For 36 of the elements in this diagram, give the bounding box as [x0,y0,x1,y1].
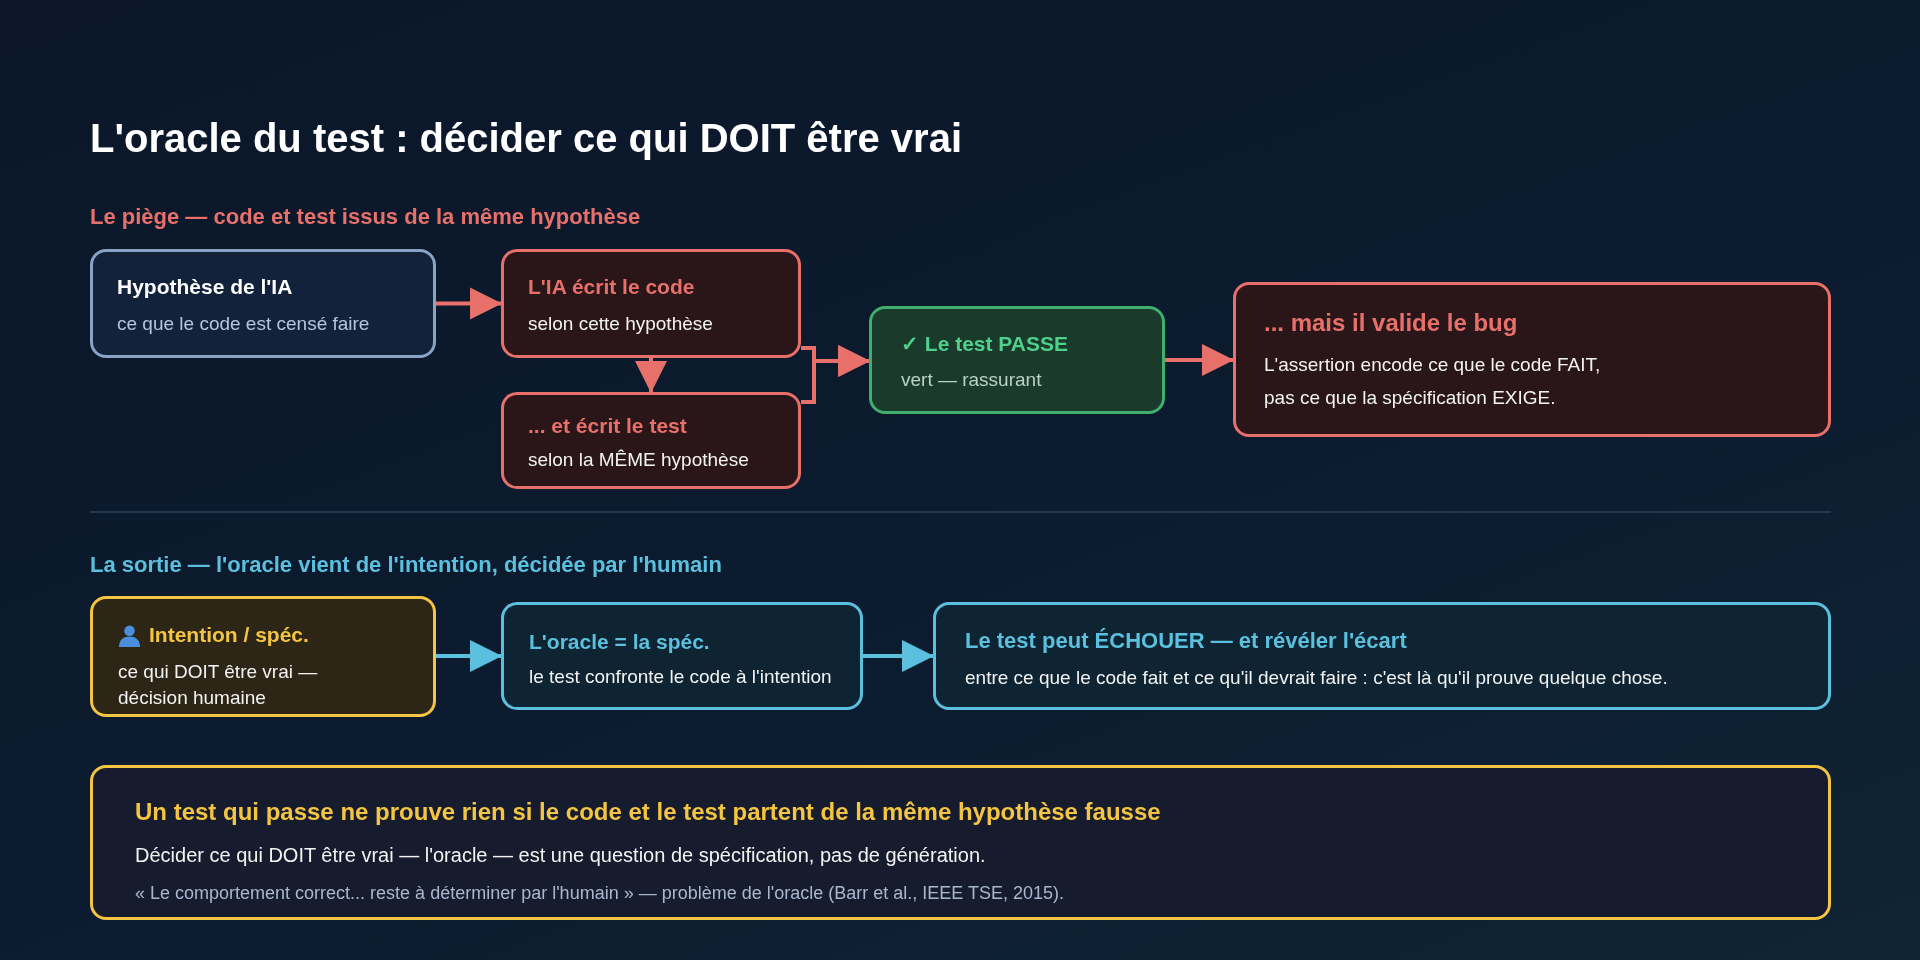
process-box [501,602,863,710]
arrow [635,358,667,393]
process-box [90,596,436,717]
node-text: selon cette hypothèse [528,312,713,336]
node-text: selon la MÊME hypothèse [528,448,749,472]
node-text: Décider ce qui DOIT être vrai — l'oracle — est une question de spécification, pas de génération. [135,843,986,867]
process-box [501,392,801,489]
node-text: ce qui DOIT être vrai — décision humaine [118,660,319,710]
node-text: vert — rassurant [901,368,1042,392]
section-heading: Le piège — code et test issus de la même hypothèse [90,204,641,230]
process-box [90,249,436,358]
node-text: entre ce que le code fait et ce qu'il devrait faire : c'est là qu'il prouve quelque chose. [965,666,1668,690]
node-title: L'IA écrit le code [528,275,695,299]
result-box [869,306,1165,414]
node-title: Hypothèse de l'IA [117,275,293,299]
arrow [436,640,502,672]
node-title: ✓ Le test PASSE [901,332,1068,356]
process-box [501,249,801,358]
citation-text: « Le comportement correct... reste à déterminer par l'humain » — problème de l'oracle (Barr et al., IEEE TSE, 2015). [135,882,1064,904]
section-heading: La sortie — l'oracle vient de l'intention, décidée par l'humain [90,552,722,578]
node-text: ce que le code est censé faire [117,312,370,336]
node-text: L'assertion encode ce que le code FAIT, pas ce que la spécification EXIGE. [1264,353,1602,410]
node-text: le test confronte le code à l'intention [529,665,832,689]
node-title: ... mais il valide le bug [1264,309,1518,337]
node-title: Intention / spéc. [149,623,309,647]
callout-box [90,765,1831,920]
arrow [436,287,502,320]
node-title: ... et écrit le test [528,414,687,438]
node-title: Un test qui passe ne prouve rien si le code et le test partent de la même hypothèse fausse [135,798,1161,826]
arrow [863,640,934,672]
node-title: L'oracle = la spéc. [529,630,710,654]
arrow [1165,344,1234,376]
node-title: Le test peut ÉCHOUER — et révéler l'écart [965,628,1407,654]
result-box [933,602,1831,710]
diagram-title: L'oracle du test : décider ce qui DOIT être vrai [90,115,962,162]
result-box [1233,282,1831,437]
